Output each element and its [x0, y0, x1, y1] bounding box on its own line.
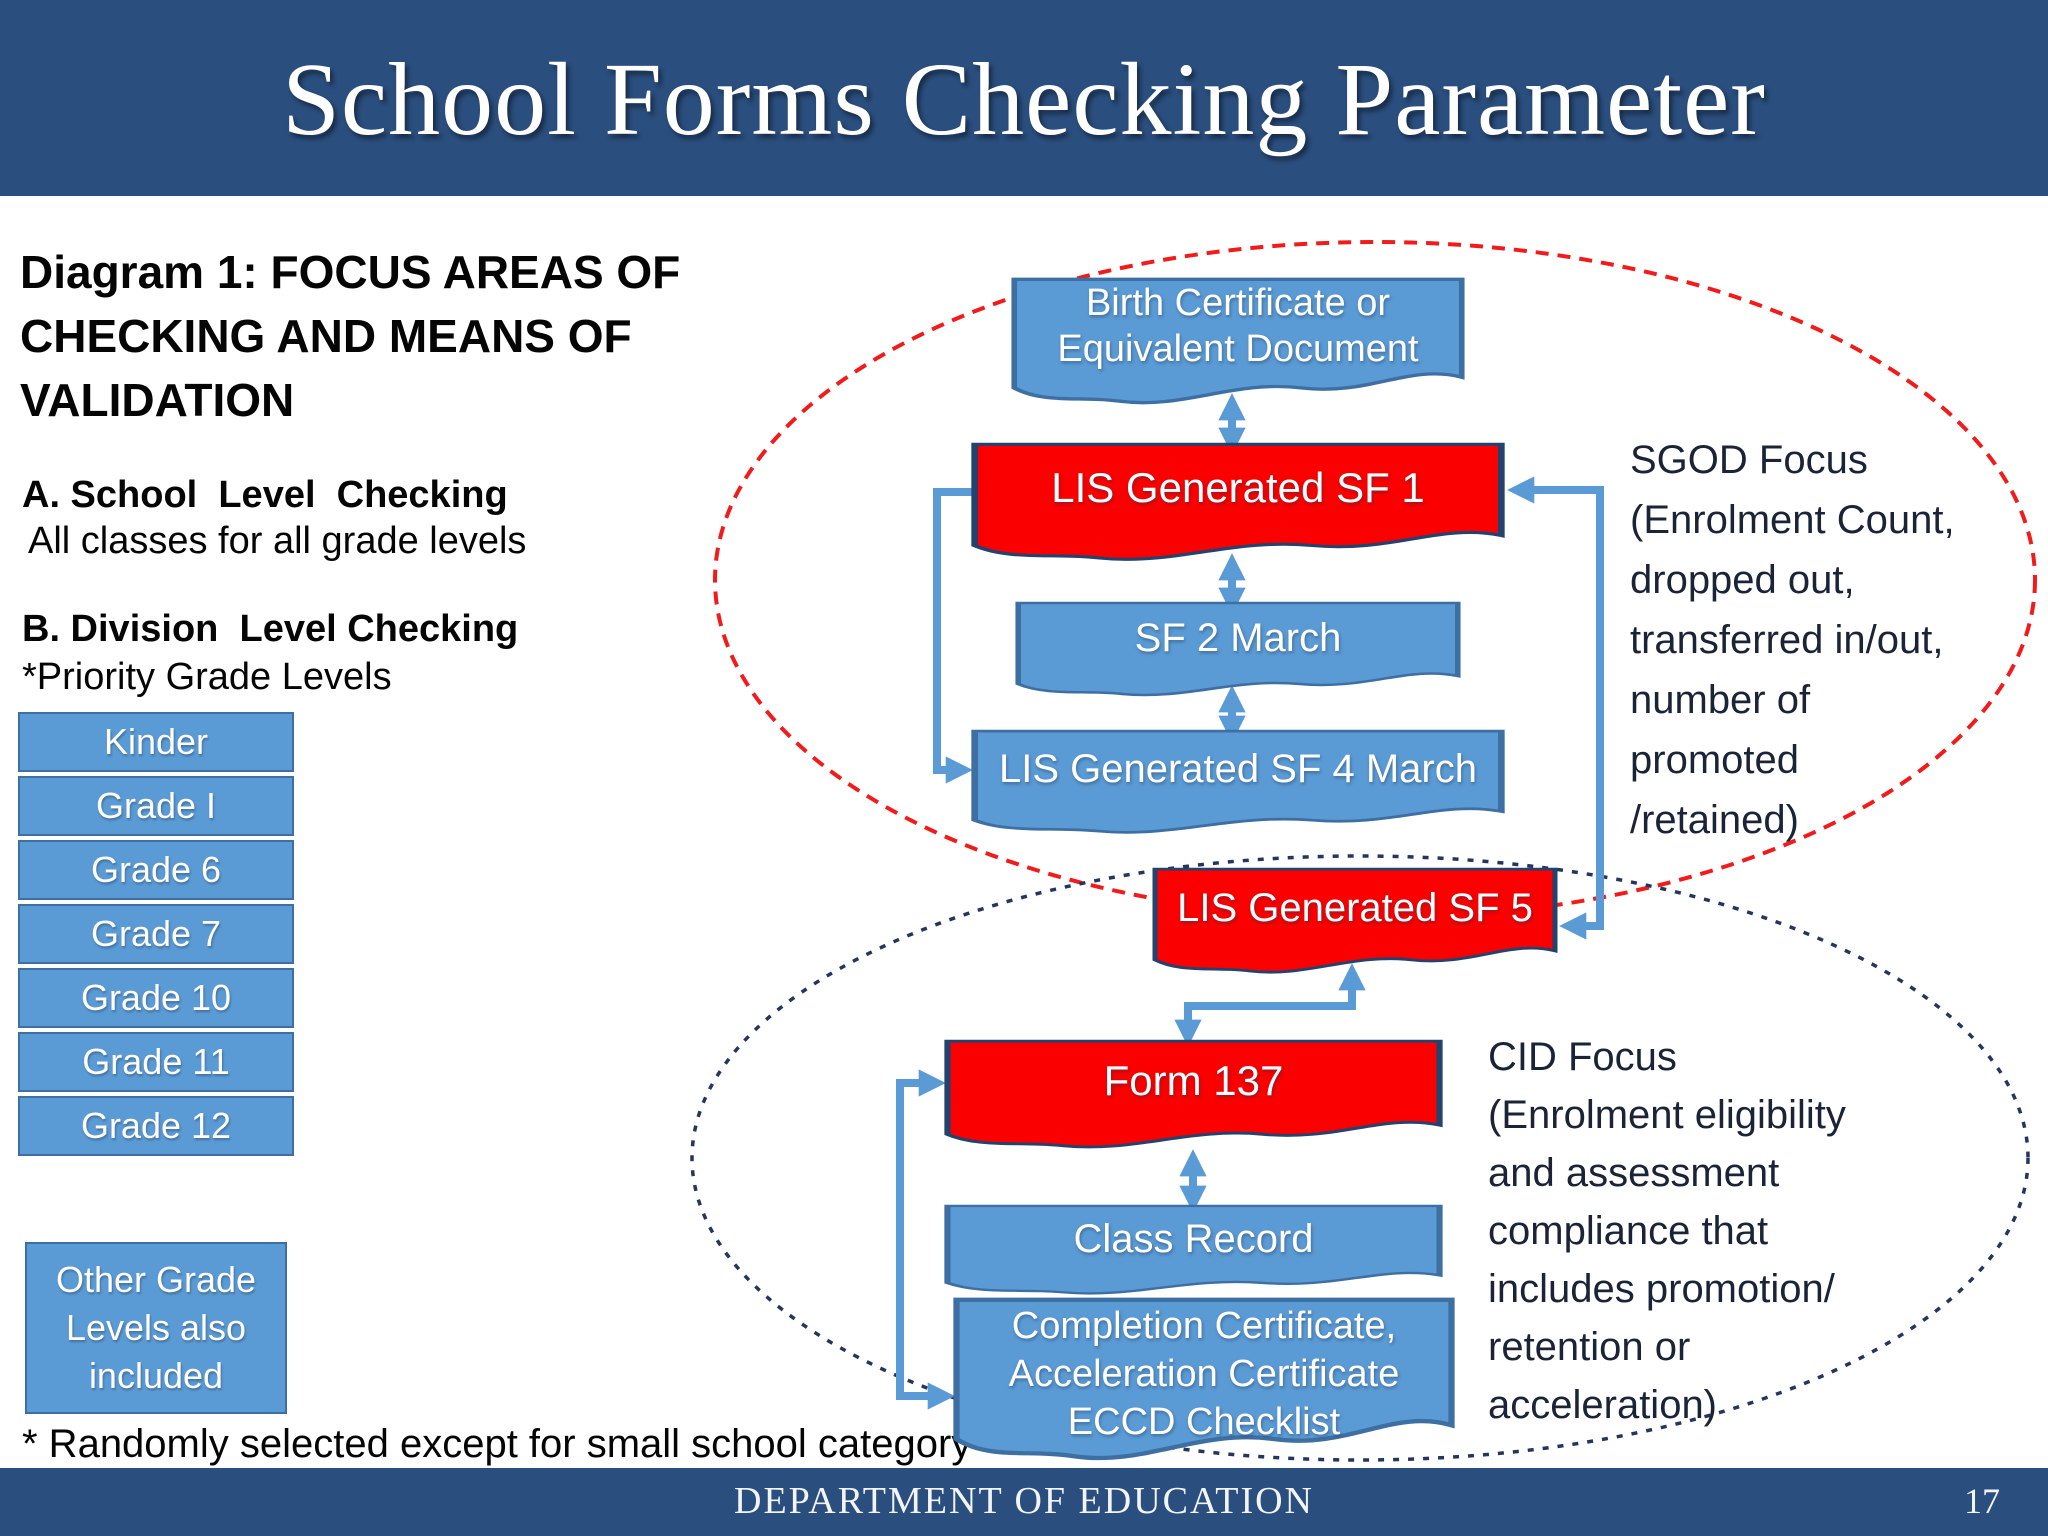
grade-box-grade-10: Grade 10: [18, 968, 294, 1028]
node-label: Completion Certificate, Acceleration Cer…: [1008, 1304, 1400, 1443]
grade-box-kinder: Kinder: [18, 712, 294, 772]
elbow-sf5-to-form137-down: [1174, 1002, 1270, 1047]
elbow-sf1-to-sf4: [933, 488, 977, 784]
document-shape: [1011, 277, 1465, 405]
node-label: LIS Generated SF 4 March: [998, 747, 1477, 792]
grade-box-grade-11: Grade 11: [18, 1032, 294, 1092]
node-class-record: Class Record: [944, 1204, 1443, 1300]
document-shape: [953, 1297, 1455, 1461]
node-birth-certificate: Birth Certificate or Equivalent Document: [1011, 277, 1465, 412]
section-b-title: B. Division Level Checking: [22, 608, 519, 650]
bracket-to-completion: [896, 1240, 955, 1410]
cid-focus-ellipse: [690, 854, 2030, 1462]
document-shape: [944, 1039, 1443, 1149]
node-lis-generated-sf4-march: LIS Generated SF 4 March: [971, 729, 1505, 840]
footer-bar: DEPARTMENT OF EDUCATION 17: [0, 1468, 2048, 1536]
footnote: * Randomly selected except for small sch…: [22, 1422, 972, 1466]
node-label: Form 137: [1103, 1057, 1284, 1105]
document-shape: [971, 442, 1505, 561]
node-lis-generated-sf1: LIS Generated SF 1: [971, 442, 1505, 568]
elbow-right-to-sf5: [1559, 700, 1604, 940]
section-a-body: All classes for all grade levels: [28, 520, 527, 562]
node-label: SF 2 March: [1134, 615, 1342, 660]
grade-box-grade-1: Grade I: [18, 776, 294, 836]
grade-box-grade-7: Grade 7: [18, 904, 294, 964]
document-shape: [971, 729, 1505, 834]
node-completion-certificates: Completion Certificate, Acceleration Cer…: [953, 1297, 1455, 1470]
grade-box-grade-6: Grade 6: [18, 840, 294, 900]
document-shape: [944, 1204, 1443, 1295]
node-sf2-march: SF 2 March: [1015, 601, 1461, 702]
document-shape: [1152, 867, 1558, 974]
bracket-to-form137: [896, 1069, 946, 1240]
grade-box-grade-12: Grade 12: [18, 1096, 294, 1156]
priority-grade-list: Kinder Grade I Grade 6 Grade 7 Grade 10 …: [18, 712, 294, 1160]
elbow-right-to-sf1: [1507, 476, 1604, 700]
footer-department: DEPARTMENT OF EDUCATION: [734, 1480, 1314, 1522]
footer-page-number: 17: [1964, 1481, 2000, 1521]
node-lis-generated-sf5: LIS Generated SF 5: [1152, 867, 1558, 980]
section-a-title: A. School Level Checking: [22, 474, 508, 516]
node-label: LIS Generated SF 5: [1177, 885, 1533, 930]
header-bar: [0, 0, 2048, 196]
diagram-heading: Diagram 1: FOCUS AREAS OF CHECKING AND M…: [20, 246, 681, 426]
cid-focus-label: CID Focus (Enrolment eligibility and ass…: [1488, 1035, 1846, 1427]
other-grades-box: Other Grade Levels also included: [25, 1242, 287, 1414]
node-label: LIS Generated SF 1: [1051, 464, 1425, 511]
section-b-note: *Priority Grade Levels: [22, 656, 392, 698]
slide-title: School Forms Checking Parameter: [282, 42, 1766, 157]
node-label: Birth Certificate or Equivalent Document: [1057, 282, 1419, 371]
node-label: Class Record: [1073, 1216, 1314, 1261]
elbow-form137-to-sf5-up: [1270, 963, 1366, 1010]
sgod-focus-label: SGOD Focus (Enrolment Count, dropped out…: [1630, 438, 1955, 842]
node-form-137: Form 137: [944, 1039, 1443, 1155]
